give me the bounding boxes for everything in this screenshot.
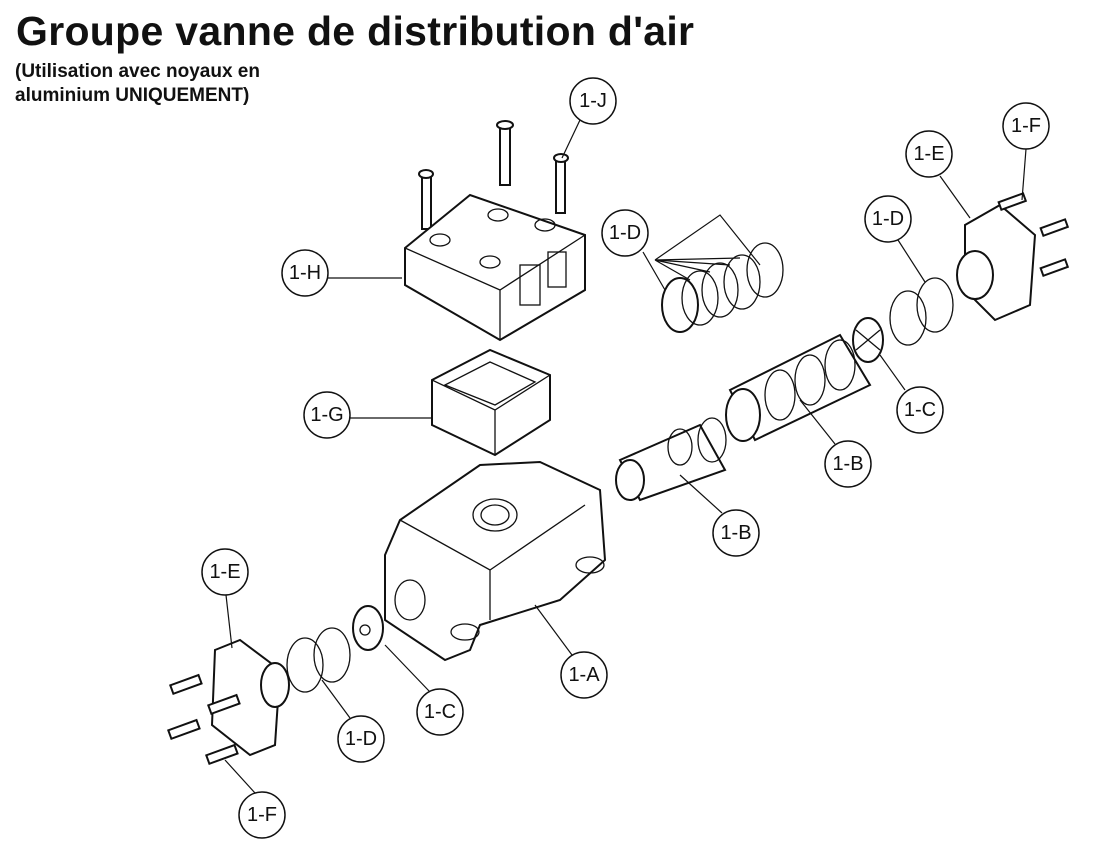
callout-1j: 1-J — [569, 77, 617, 125]
svg-text:1-F: 1-F — [1011, 115, 1041, 137]
svg-text:1-B: 1-B — [720, 522, 751, 544]
callout-1f-right: 1-F — [1002, 102, 1050, 150]
diagram-title: Groupe vanne de distribution d'air — [16, 8, 695, 54]
svg-text:1-D: 1-D — [345, 728, 377, 750]
callout-1a: 1-A — [560, 651, 608, 699]
part-endcap-1e-right — [956, 203, 1037, 322]
part-endcap-1e-left — [210, 638, 290, 757]
part-bolts-1f-right — [997, 192, 1070, 278]
svg-text:1-J: 1-J — [579, 90, 607, 112]
subtitle-line-2: aluminium UNIQUEMENT) — [15, 85, 250, 106]
part-retainer-1c-left — [352, 605, 384, 651]
svg-text:1-C: 1-C — [904, 399, 936, 421]
part-gasket-1g — [431, 348, 551, 457]
part-retainer-1c-right — [852, 317, 884, 363]
diagram-subtitle: (Utilisation avec noyaux en aluminium UN… — [15, 60, 260, 108]
part-body-1a — [384, 460, 607, 662]
part-orings-1d-group — [661, 242, 784, 333]
callout-1h: 1-H — [281, 249, 329, 297]
part-spool-1b — [615, 417, 727, 502]
callout-1b-lower: 1-B — [712, 509, 760, 557]
callout-1d-right: 1-D — [864, 195, 912, 243]
svg-text:1-A: 1-A — [568, 664, 600, 686]
callout-1f-left: 1-F — [238, 791, 286, 839]
svg-text:1-H: 1-H — [289, 262, 321, 284]
callout-1e-right: 1-E — [905, 130, 953, 178]
svg-text:1-B: 1-B — [832, 453, 863, 475]
svg-text:1-D: 1-D — [872, 208, 904, 230]
callout-1g: 1-G — [303, 391, 351, 439]
svg-text:1-C: 1-C — [424, 701, 456, 723]
leader-lines — [224, 119, 1027, 794]
part-bolts-1f-left — [167, 673, 241, 766]
subtitle-line-1: (Utilisation avec noyaux en — [15, 61, 260, 82]
svg-text:1-F: 1-F — [247, 804, 277, 826]
part-sleeve-1b — [725, 333, 872, 442]
svg-text:1-E: 1-E — [209, 561, 240, 583]
svg-text:1-E: 1-E — [913, 143, 944, 165]
part-cover-1h — [404, 193, 586, 342]
callout-1e-left: 1-E — [201, 548, 249, 596]
part-orings-1d-left — [286, 627, 351, 693]
part-orings-1d-right — [889, 277, 954, 346]
svg-text:1-D: 1-D — [609, 222, 641, 244]
callout-1d-top: 1-D — [601, 209, 649, 257]
callout-1b-upper: 1-B — [824, 440, 872, 488]
callout-1c-right: 1-C — [896, 386, 944, 434]
callout-1d-left: 1-D — [337, 715, 385, 763]
svg-text:1-G: 1-G — [310, 404, 343, 426]
callout-1c-left: 1-C — [416, 688, 464, 736]
